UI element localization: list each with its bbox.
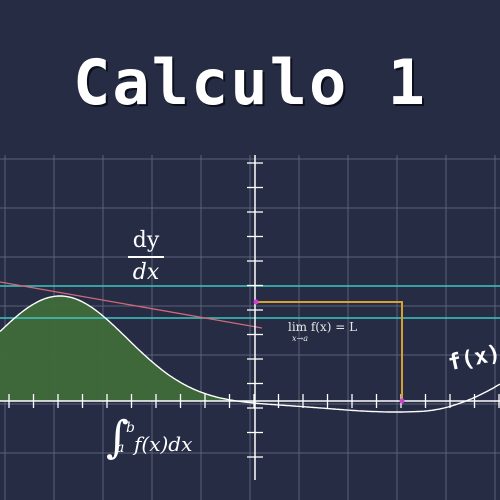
integral-area xyxy=(0,296,255,403)
integral-lower-bound: a xyxy=(116,440,125,456)
integral-upper-bound: b xyxy=(126,420,135,436)
derivative-numerator: dy xyxy=(132,228,160,253)
derivative-denominator: dx xyxy=(132,259,160,285)
limit-expression: lim f(x) = L xyxy=(288,320,358,334)
limit-notation: lim f(x) = L x→a xyxy=(288,320,358,343)
limit-point-x xyxy=(399,398,405,404)
axes xyxy=(0,155,500,480)
fraction-bar xyxy=(128,256,164,258)
derivative-notation: dy dx xyxy=(128,228,164,286)
function-curve xyxy=(0,295,500,413)
limit-guide-lines xyxy=(255,301,403,401)
tangent-line xyxy=(0,281,263,329)
integral-symbol: ∫ xyxy=(106,412,129,463)
integral-body: f(x)dx xyxy=(134,432,193,456)
limit-point-y xyxy=(253,299,259,305)
limit-subscript: x→a xyxy=(292,334,308,343)
page-title: Calculo 1 xyxy=(73,46,427,119)
